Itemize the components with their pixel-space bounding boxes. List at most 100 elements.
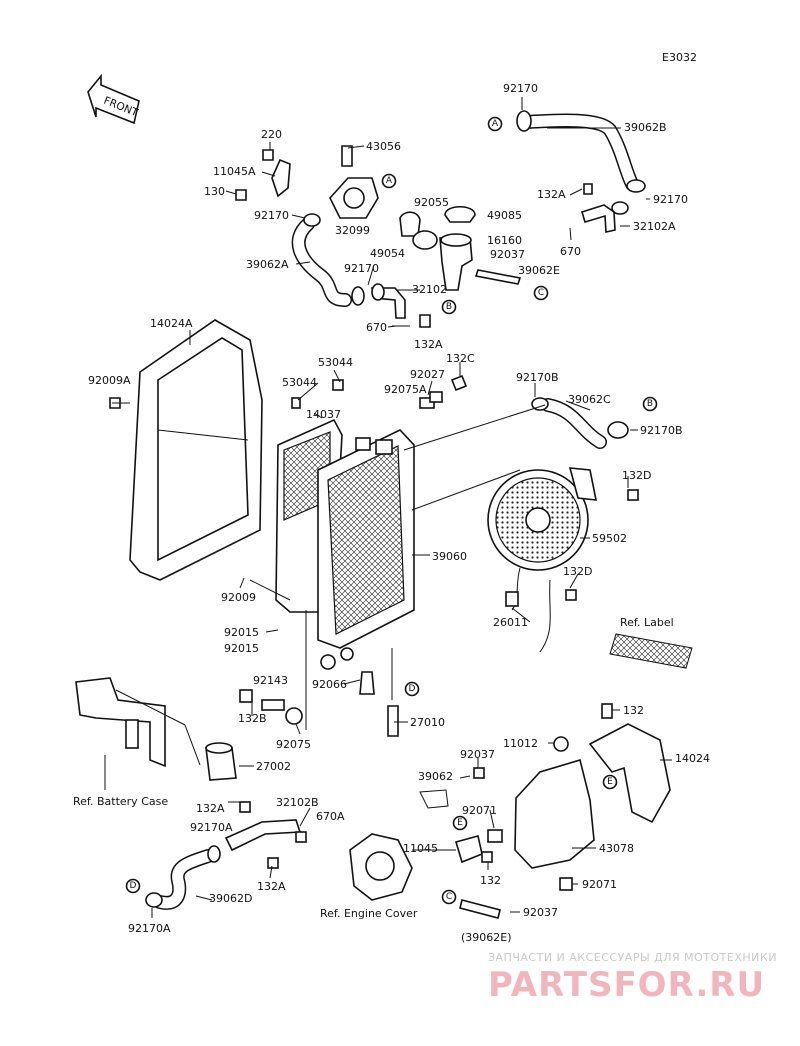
callout-A-mid: A bbox=[381, 173, 397, 189]
label-53044-a: 53044 bbox=[318, 356, 353, 369]
ref-label-text: Ref. Label bbox=[620, 616, 674, 629]
label-92170-left: 92170 bbox=[254, 209, 289, 222]
label-11045A: 11045A bbox=[213, 165, 256, 178]
label-92170-right: 92170 bbox=[653, 193, 688, 206]
label-59502: 59502 bbox=[592, 532, 627, 545]
label-92170-top: 92170 bbox=[503, 82, 538, 95]
label-92055: 92055 bbox=[414, 196, 449, 209]
label-92143: 92143 bbox=[253, 674, 288, 687]
label-132C: 132C bbox=[446, 352, 475, 365]
label-92009A: 92009A bbox=[88, 374, 131, 387]
callout-B-top: B bbox=[441, 299, 457, 315]
part-labels: 92170 39062B 92170 132A 32102A 670 220 4… bbox=[73, 82, 710, 944]
hose-39062E-lower bbox=[459, 899, 501, 919]
label-92075A: 92075A bbox=[384, 383, 427, 396]
label-132A-bottom: 132A bbox=[257, 880, 286, 893]
label-39062C: 39062C bbox=[568, 393, 611, 406]
svg-text:D: D bbox=[130, 881, 137, 891]
svg-text:A: A bbox=[386, 176, 393, 186]
label-92027: 92027 bbox=[410, 368, 445, 381]
label-92170-mid: 92170 bbox=[344, 262, 379, 275]
label-32099: 32099 bbox=[335, 224, 370, 237]
callout-D-low: D bbox=[125, 878, 141, 894]
label-132-right: 132 bbox=[623, 704, 644, 717]
callout-E-low: E bbox=[452, 815, 468, 831]
callout-C-top: C bbox=[533, 285, 549, 301]
svg-text:A: A bbox=[492, 119, 499, 129]
label-132-low: 132 bbox=[480, 874, 501, 887]
label-670A: 670A bbox=[316, 810, 345, 823]
label-32102A: 32102A bbox=[633, 220, 676, 233]
label-92015-a: 92015 bbox=[224, 626, 259, 639]
label-92075: 92075 bbox=[276, 738, 311, 751]
radiator-shroud-14024A bbox=[129, 319, 263, 581]
label-49054: 49054 bbox=[370, 247, 405, 260]
label-26011: 26011 bbox=[493, 616, 528, 629]
label-11045: 11045 bbox=[403, 842, 438, 855]
label-16160: 16160 bbox=[487, 234, 522, 247]
label-14024A: 14024A bbox=[150, 317, 193, 330]
hose-39062-small bbox=[419, 767, 485, 809]
label-132A-mid: 132A bbox=[414, 338, 443, 351]
label-39062: 39062 bbox=[418, 770, 453, 783]
svg-text:E: E bbox=[457, 818, 463, 828]
radiator-39060 bbox=[317, 429, 415, 670]
leader-lines bbox=[104, 97, 672, 918]
label-27002: 27002 bbox=[256, 760, 291, 773]
reservoir-27002 bbox=[205, 742, 237, 781]
svg-text:B: B bbox=[647, 399, 653, 409]
label-92170B-a: 92170B bbox=[516, 371, 559, 384]
label-14024: 14024 bbox=[675, 752, 710, 765]
svg-text:E: E bbox=[607, 777, 613, 787]
label-39062E-paren: (39062E) bbox=[461, 931, 512, 944]
label-14037: 14037 bbox=[306, 408, 341, 421]
pipe-32102B bbox=[224, 801, 307, 869]
engine-cover bbox=[349, 833, 413, 901]
label-92009: 92009 bbox=[221, 591, 256, 604]
label-132D-a: 132D bbox=[622, 469, 651, 482]
label-130: 130 bbox=[204, 185, 225, 198]
svg-text:D: D bbox=[409, 684, 416, 694]
front-arrow-icon: FRONT bbox=[87, 73, 140, 125]
label-39062E: 39062E bbox=[518, 264, 560, 277]
watermark-line1: ЗАПЧАСТИ И АКСЕССУАРЫ ДЛЯ МОТОТЕХНИКИ bbox=[488, 951, 777, 964]
label-39060: 39060 bbox=[432, 550, 467, 563]
label-39062A: 39062A bbox=[246, 258, 289, 271]
ref-label-sticker bbox=[609, 633, 693, 669]
label-92170A-a: 92170A bbox=[190, 821, 233, 834]
label-27010: 27010 bbox=[410, 716, 445, 729]
reservoir-tank-43078 bbox=[487, 736, 595, 891]
pipe-32102A bbox=[569, 183, 629, 241]
label-670-right: 670 bbox=[560, 245, 581, 258]
label-92066: 92066 bbox=[312, 678, 347, 691]
label-11012: 11012 bbox=[503, 737, 538, 750]
label-39062D: 39062D bbox=[209, 892, 252, 905]
label-32102: 32102 bbox=[412, 283, 447, 296]
svg-text:B: B bbox=[446, 302, 452, 312]
reservoir-cover-14024 bbox=[588, 703, 671, 824]
label-43078: 43078 bbox=[599, 842, 634, 855]
sensor-92066-27010 bbox=[359, 671, 399, 737]
svg-text:C: C bbox=[446, 892, 452, 902]
hose-39062D bbox=[145, 845, 221, 910]
hose-39062A bbox=[291, 213, 365, 307]
callout-E-right: E bbox=[602, 774, 618, 790]
thermostat-housing bbox=[235, 145, 522, 291]
label-220: 220 bbox=[261, 128, 282, 141]
hose-39062C bbox=[531, 397, 629, 449]
ref-engine-cover: Ref. Engine Cover bbox=[320, 907, 418, 920]
label-132B: 132B bbox=[238, 712, 267, 725]
callout-C-low: C bbox=[441, 889, 457, 905]
label-53044-b: 53044 bbox=[282, 376, 317, 389]
svg-text:C: C bbox=[538, 288, 544, 298]
label-132D-b: 132D bbox=[563, 565, 592, 578]
label-92037-bottom: 92037 bbox=[523, 906, 558, 919]
label-92037-top: 92037 bbox=[490, 248, 525, 261]
label-49085: 49085 bbox=[487, 209, 522, 222]
bracket-battery bbox=[75, 677, 166, 768]
label-39062B: 39062B bbox=[624, 121, 667, 134]
fittings-92143-92075 bbox=[239, 689, 303, 725]
callout-D-mid: D bbox=[404, 681, 420, 697]
radiator-cap-fittings bbox=[419, 374, 468, 409]
